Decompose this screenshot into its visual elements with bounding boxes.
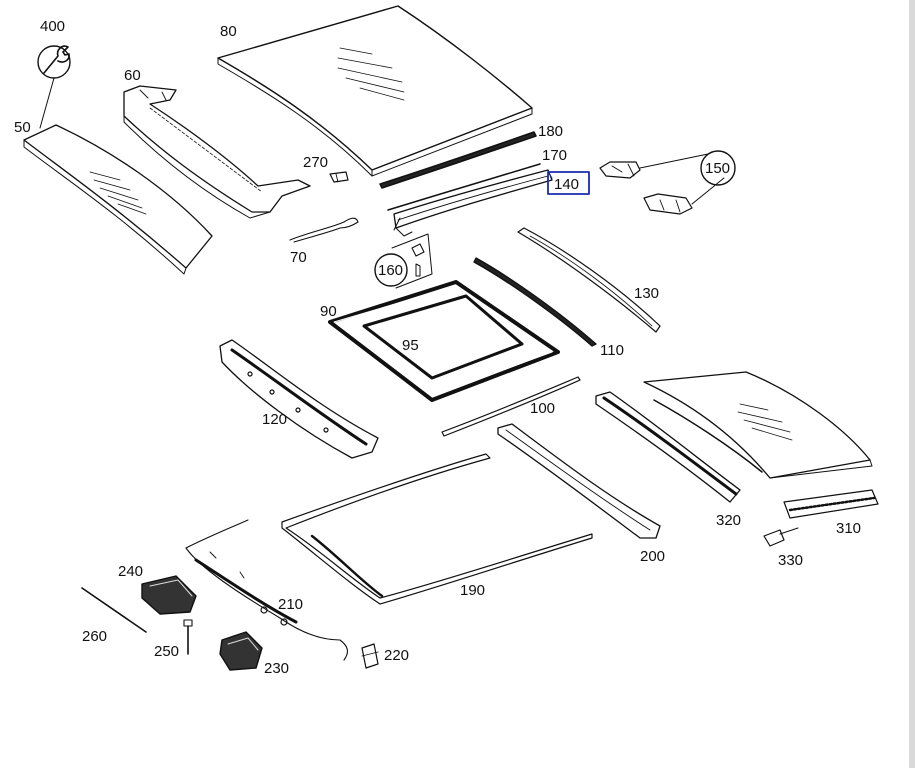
- part-70-cable[interactable]: [289, 217, 359, 243]
- label-130: 130: [634, 285, 659, 302]
- label-320: 320: [716, 512, 741, 529]
- label-240: 240: [118, 563, 143, 580]
- part-140-front-rail[interactable]: [393, 169, 553, 237]
- label-180: 180: [538, 123, 563, 140]
- part-210-cable[interactable]: [185, 519, 349, 661]
- label-110: 110: [600, 342, 624, 359]
- label-330: 330: [778, 552, 803, 569]
- part-150-connectors[interactable]: [599, 161, 693, 215]
- label-60: 60: [124, 67, 141, 84]
- label-150: 150: [705, 160, 730, 177]
- label-160: 160: [378, 262, 403, 279]
- part-50-panel[interactable]: [23, 124, 213, 275]
- label-95: 95: [402, 337, 419, 354]
- page-edge: [909, 0, 915, 768]
- part-180-seal[interactable]: [379, 131, 537, 189]
- label-50: 50: [14, 119, 31, 136]
- part-310-rail[interactable]: [783, 489, 879, 519]
- part-100-strip[interactable]: [441, 376, 581, 437]
- part-240-motor[interactable]: [141, 575, 197, 615]
- part-rear-glass-panel[interactable]: [643, 371, 873, 479]
- label-260: 260: [82, 628, 107, 645]
- label-170: 170: [542, 147, 567, 164]
- part-190-sunblind[interactable]: [281, 453, 593, 605]
- part-90-frame[interactable]: [328, 280, 560, 402]
- part-330-clip[interactable]: [763, 527, 799, 547]
- label-90: 90: [320, 303, 337, 320]
- part-320-rail[interactable]: [595, 391, 763, 503]
- part-220-clip[interactable]: [361, 643, 379, 669]
- label-230: 230: [264, 660, 289, 677]
- part-160-bolts[interactable]: [391, 233, 433, 289]
- part-95-seal[interactable]: [362, 294, 524, 380]
- label-200: 200: [640, 548, 665, 565]
- part-60-deflector[interactable]: [123, 85, 311, 219]
- label-140: 140: [554, 176, 579, 193]
- part-270-screw[interactable]: [329, 171, 349, 183]
- label-70: 70: [290, 249, 307, 266]
- label-310: 310: [836, 520, 861, 537]
- highlight-box-140: [547, 171, 590, 195]
- part-250-bolt[interactable]: [183, 619, 193, 655]
- part-260-rod[interactable]: [81, 587, 147, 633]
- part-230-motor[interactable]: [219, 631, 263, 671]
- label-270: 270: [303, 154, 328, 171]
- part-80-glass-lid[interactable]: [217, 5, 533, 177]
- callout-150-circle: [700, 150, 736, 186]
- wrench-icon[interactable]: [37, 45, 71, 79]
- part-130-rail[interactable]: [517, 227, 661, 333]
- label-80: 80: [220, 23, 237, 40]
- label-220: 220: [384, 647, 409, 664]
- part-200-rail[interactable]: [497, 423, 661, 539]
- label-120: 120: [262, 411, 287, 428]
- callout-160-circle: [374, 253, 408, 287]
- part-120-rail[interactable]: [219, 339, 379, 459]
- label-400: 400: [40, 18, 65, 35]
- label-190: 190: [460, 582, 485, 599]
- label-100: 100: [530, 400, 555, 417]
- part-170-strip[interactable]: [387, 163, 541, 211]
- label-210: 210: [278, 596, 303, 613]
- part-110-rail[interactable]: [473, 257, 597, 347]
- label-250: 250: [154, 643, 179, 660]
